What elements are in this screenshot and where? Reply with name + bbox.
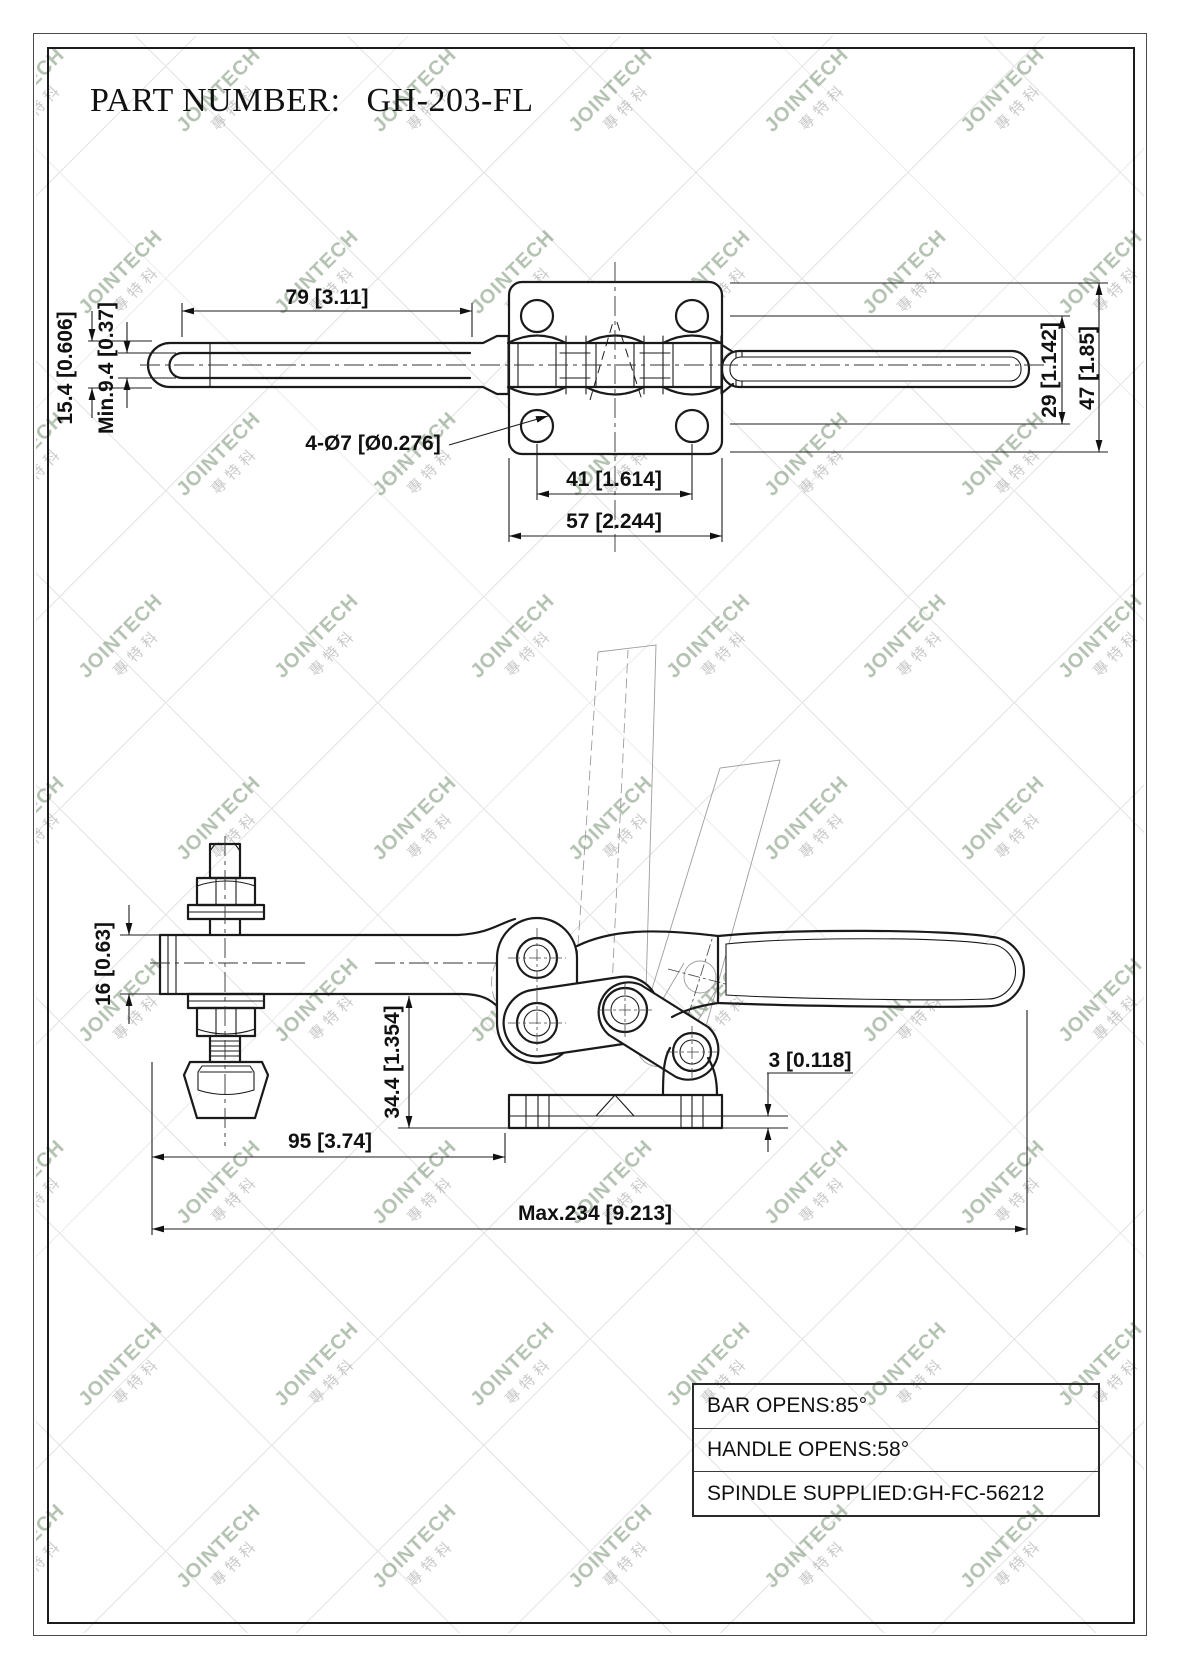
dim-spindle-to-base: 95 [3.74] — [288, 1130, 372, 1153]
dim-bar-thickness: 16 [0.63] — [92, 922, 115, 1006]
dim-overall-length: Max.234 [9.213] — [518, 1202, 672, 1225]
side-view-dimensions: 16 [0.63] 34.4 [1.354] 95 [3.74] Max.234… — [92, 905, 1028, 1235]
spec-row-bar-opens: BAR OPENS:85° — [707, 1394, 868, 1418]
spec-row-handle-opens: HANDLE OPENS:58° — [694, 1427, 1098, 1472]
dim-bar-length: 79 [3.11] — [286, 286, 369, 309]
part-number-value: GH-203-FL — [366, 82, 534, 119]
side-view: 16 [0.63] 34.4 [1.354] 95 [3.74] Max.234… — [92, 644, 1028, 1235]
dim-bar-width: 15.4 [0.606] — [54, 311, 77, 424]
dim-slot-width: Min.9.4 [0.37] — [95, 302, 118, 434]
dim-bar-height: 34.4 [1.354] — [381, 1005, 404, 1118]
part-number-label: PART NUMBER: — [90, 82, 341, 119]
page-title: PART NUMBER: GH-203-FL — [90, 82, 533, 120]
dim-base-height: 47 [1.85] — [1076, 326, 1099, 410]
spindle — [182, 836, 270, 1146]
dim-hole-row-spacing: 29 [1.142] — [1038, 322, 1061, 418]
dim-flange-thickness: 3 [0.118] — [769, 1049, 852, 1072]
dim-base-width: 57 [2.244] — [566, 510, 662, 533]
dim-mounting-holes: 4-Ø7 [Ø0.276] — [305, 432, 440, 455]
top-view: 79 [3.11] 15.4 [0.606] Min.9.4 [0.37] 4-… — [54, 262, 1108, 552]
top-view-dimensions: 79 [3.11] 15.4 [0.606] Min.9.4 [0.37] 4-… — [54, 282, 1108, 542]
spec-row-spindle-supplied: SPINDLE SUPPLIED:GH-FC-56212 — [694, 1471, 1098, 1515]
dim-hole-spacing: 41 [1.614] — [566, 468, 662, 491]
spec-table: BAR OPENS:85° HANDLE OPENS:58° SPINDLE S… — [692, 1383, 1100, 1517]
